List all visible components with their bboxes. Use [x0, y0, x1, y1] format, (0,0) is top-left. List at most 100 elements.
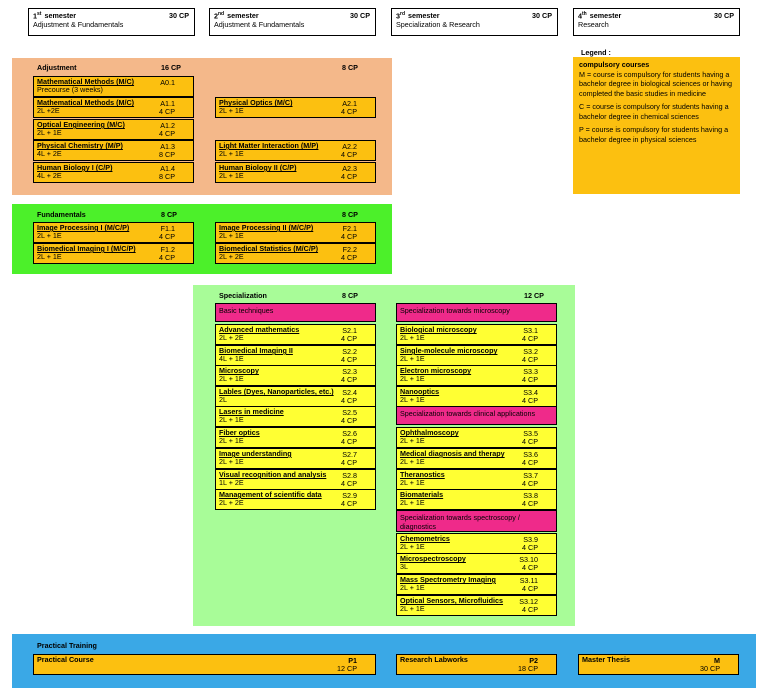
course-code: A1.4: [160, 164, 175, 173]
course-cp: 4 CP: [522, 543, 538, 552]
adjustment-cp-sem1: 16 CP: [161, 63, 181, 72]
course-box: Light Matter Interaction (M/P)2L + 1E A2.…: [215, 140, 376, 161]
course-code: S2.5: [342, 408, 357, 417]
semester-label: semester: [408, 11, 440, 21]
course-name: Optical Sensors, Microfluidics: [400, 596, 504, 605]
course-cp: 4 CP: [341, 355, 357, 364]
course-hours: 2L + 1E: [219, 231, 244, 240]
course-hours: 4L + 2E: [37, 149, 62, 158]
course-code: A1.1: [160, 99, 175, 108]
course-name: Mass Spectrometry Imaging: [400, 575, 496, 584]
microscopy-heading: Specialization towards microscopy: [396, 303, 557, 322]
semester-suffix: th: [582, 11, 587, 17]
course-cp: 4 CP: [341, 437, 357, 446]
practical-cp: 30 CP: [700, 664, 720, 673]
semester-subtitle: Adjustment & Fundamentals: [33, 20, 124, 30]
course-hours: 2L + 2E: [219, 252, 244, 261]
course-name: Physical Chemistry (M/P): [37, 141, 123, 150]
course-name: Optical Engineering (M/C): [37, 120, 125, 129]
course-cp: 4 CP: [522, 437, 538, 446]
course-code: S3.2: [523, 347, 538, 356]
course-hours: 2L + 1E: [400, 333, 425, 342]
practical-cp: 12 CP: [337, 664, 357, 673]
course-cp: 4 CP: [522, 605, 538, 614]
course-name: Light Matter Interaction (M/P): [219, 141, 319, 150]
course-name: Ophthalmoscopy: [400, 428, 459, 437]
course-hours: 2L +2E: [37, 106, 60, 115]
course-cp: 4 CP: [341, 458, 357, 467]
course-code: S3.1: [523, 326, 538, 335]
course-name: Biomedical Imaging II: [219, 346, 293, 355]
course-hours: 2L + 1E: [219, 171, 244, 180]
semester-number: 3: [396, 11, 400, 21]
course-code: S3.12: [519, 597, 538, 606]
course-code: S3.9: [523, 535, 538, 544]
semester-label: semester: [44, 11, 77, 21]
semester-subtitle: Specialization & Research: [396, 20, 480, 30]
course-hours: 1L + 2E: [219, 478, 244, 487]
course-hours: 2L + 1E: [400, 583, 425, 592]
course-code: A2.3: [342, 164, 357, 173]
practical-title: Practical Training: [37, 641, 97, 650]
course-hours: 4L + 2E: [37, 171, 62, 180]
course-cp: 8 CP: [159, 150, 175, 159]
course-cp: 4 CP: [341, 107, 357, 116]
course-cp: 4 CP: [159, 107, 175, 116]
course-cp: 4 CP: [522, 584, 538, 593]
course-hours: 2L + 2E: [219, 498, 244, 507]
course-cp: 4 CP: [341, 232, 357, 241]
course-code: S3.4: [523, 388, 538, 397]
course-name: Human Biology II (C/P): [219, 163, 297, 172]
course-hours: 2L + 1E: [219, 149, 244, 158]
specialization-cp-sem2: 8 CP: [342, 291, 358, 300]
legend-title: Legend :: [581, 48, 611, 57]
course-cp: 4 CP: [341, 334, 357, 343]
course-hours: 2L + 1E: [219, 374, 244, 383]
course-hours: 2L + 1E: [400, 354, 425, 363]
course-name: Microspectroscopy: [400, 554, 466, 563]
legend-box: compulsory courses M = course is compuls…: [573, 57, 740, 194]
course-hours: 2L + 1E: [400, 478, 425, 487]
course-code: S2.1: [342, 326, 357, 335]
course-code: A2.2: [342, 142, 357, 151]
course-cp: 4 CP: [522, 396, 538, 405]
course-name: Mathematical Methods (M/C): [37, 77, 135, 86]
course-cp: 4 CP: [341, 479, 357, 488]
course-cp: 4 CP: [522, 355, 538, 364]
course-code: S2.2: [342, 347, 357, 356]
practical-cp: 18 CP: [518, 664, 538, 673]
course-cp: 4 CP: [522, 375, 538, 384]
semester-cp: 30 CP: [350, 11, 370, 20]
semester-cp: 30 CP: [714, 11, 734, 20]
course-hours: 2L + 1E: [400, 604, 425, 613]
course-code: S3.6: [523, 450, 538, 459]
course-code: A2.1: [342, 99, 357, 108]
practical-code: P2: [529, 656, 538, 665]
course-code: S2.8: [342, 471, 357, 480]
course-cp: 4 CP: [341, 150, 357, 159]
course-name: Advanced mathematics: [219, 325, 300, 334]
course-cp: 4 CP: [341, 416, 357, 425]
fundamentals-cp-sem2: 8 CP: [342, 210, 358, 219]
course-code: A0.1: [160, 78, 175, 87]
course-hours: 2L + 1E: [400, 498, 425, 507]
course-hours: 2L: [219, 395, 227, 404]
course-cp: 4 CP: [159, 253, 175, 262]
